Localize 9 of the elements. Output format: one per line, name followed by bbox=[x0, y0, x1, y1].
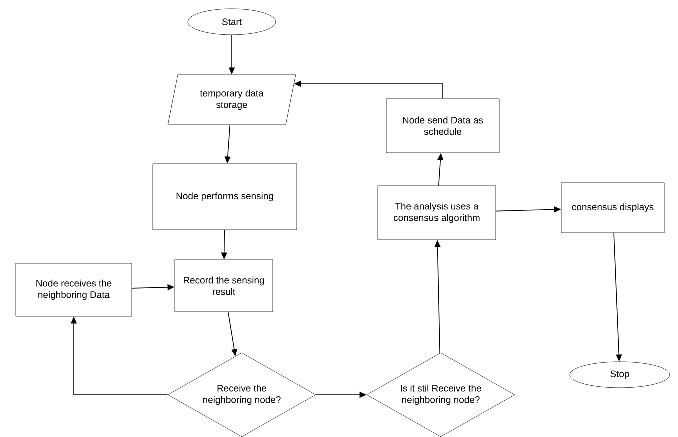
process-box: Node performs sensing bbox=[152, 164, 298, 230]
process-box: consensus displays bbox=[561, 182, 665, 234]
start-oval: Start bbox=[188, 8, 276, 36]
data-parallelogram: temporary data storage bbox=[168, 74, 296, 126]
stop-oval: Stop bbox=[570, 362, 670, 388]
process-box: The analysis uses a consensus algorithm bbox=[378, 186, 496, 240]
process-box: Node receives the neighboring Data bbox=[16, 263, 132, 317]
process-box: Record the sensing result bbox=[174, 260, 274, 312]
process-box: Node send Data as schedule bbox=[386, 98, 500, 154]
